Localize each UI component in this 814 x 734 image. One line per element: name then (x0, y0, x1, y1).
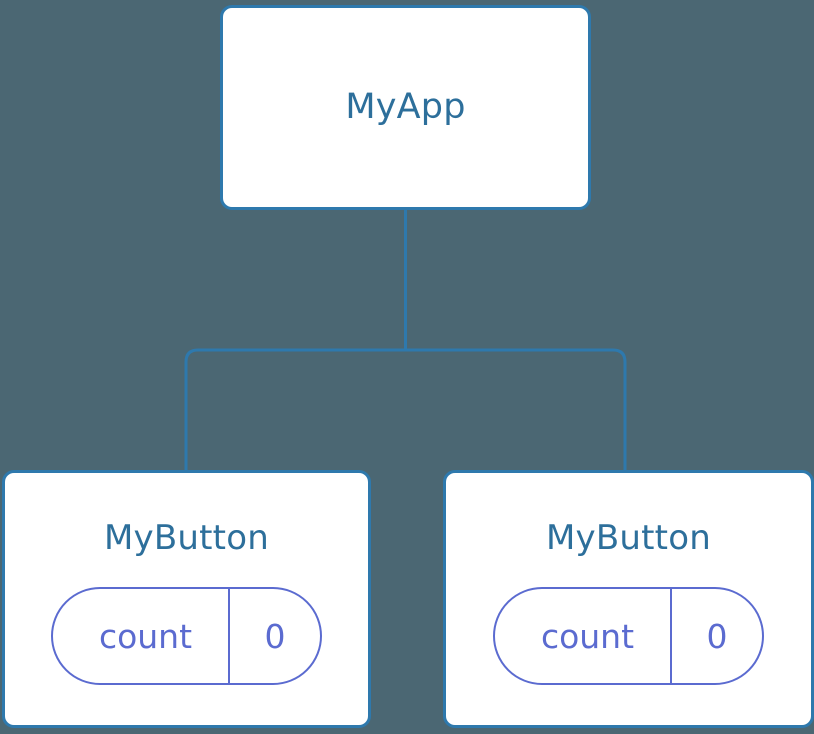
state-key: count (98, 616, 193, 656)
node-mybutton-0[interactable]: MyButton count 0 (2, 470, 371, 728)
edge-to-child-1 (405, 348, 627, 472)
node-title: MyButton (546, 518, 711, 558)
node-mybutton-1[interactable]: MyButton count 0 (443, 470, 814, 728)
state-badge[interactable]: count 0 (51, 587, 322, 685)
state-key: count (540, 616, 635, 656)
node-myapp[interactable]: MyApp (220, 5, 591, 210)
node-title: MyButton (104, 518, 269, 558)
state-value: 0 (670, 589, 762, 683)
node-title: MyApp (345, 87, 466, 127)
state-badge[interactable]: count 0 (493, 587, 764, 685)
state-value: 0 (228, 589, 320, 683)
edge-to-child-0 (184, 348, 406, 472)
